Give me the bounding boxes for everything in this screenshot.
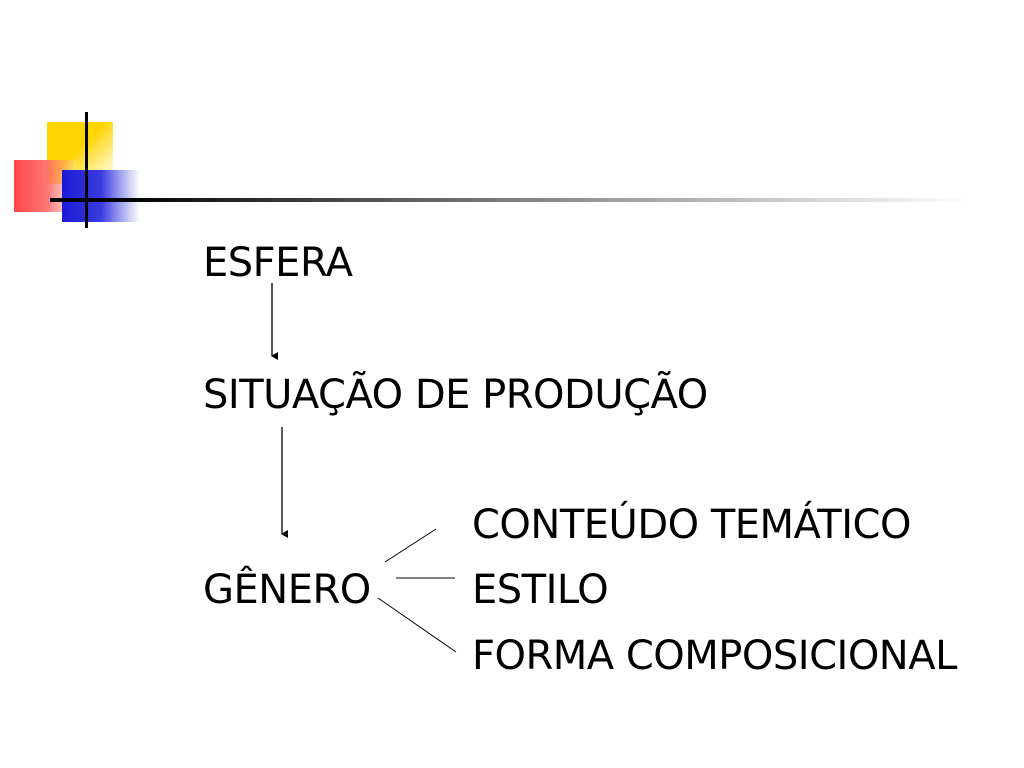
node-forma-composicional: FORMA COMPOSICIONAL	[472, 633, 957, 679]
decor-vertical-rule	[85, 112, 88, 228]
node-estilo: ESTILO	[472, 567, 609, 613]
node-genero: GÊNERO	[203, 567, 371, 613]
title-divider-rule	[50, 198, 970, 202]
node-esfera: ESFERA	[203, 240, 353, 286]
decor-blue-square	[62, 170, 140, 222]
node-situacao-de-producao: SITUAÇÃO DE PRODUÇÃO	[203, 372, 708, 418]
line-genero-to-forma	[377, 597, 457, 653]
line-genero-to-conteudo	[384, 528, 437, 563]
node-conteudo-tematico: CONTEÚDO TEMÁTICO	[472, 502, 911, 548]
